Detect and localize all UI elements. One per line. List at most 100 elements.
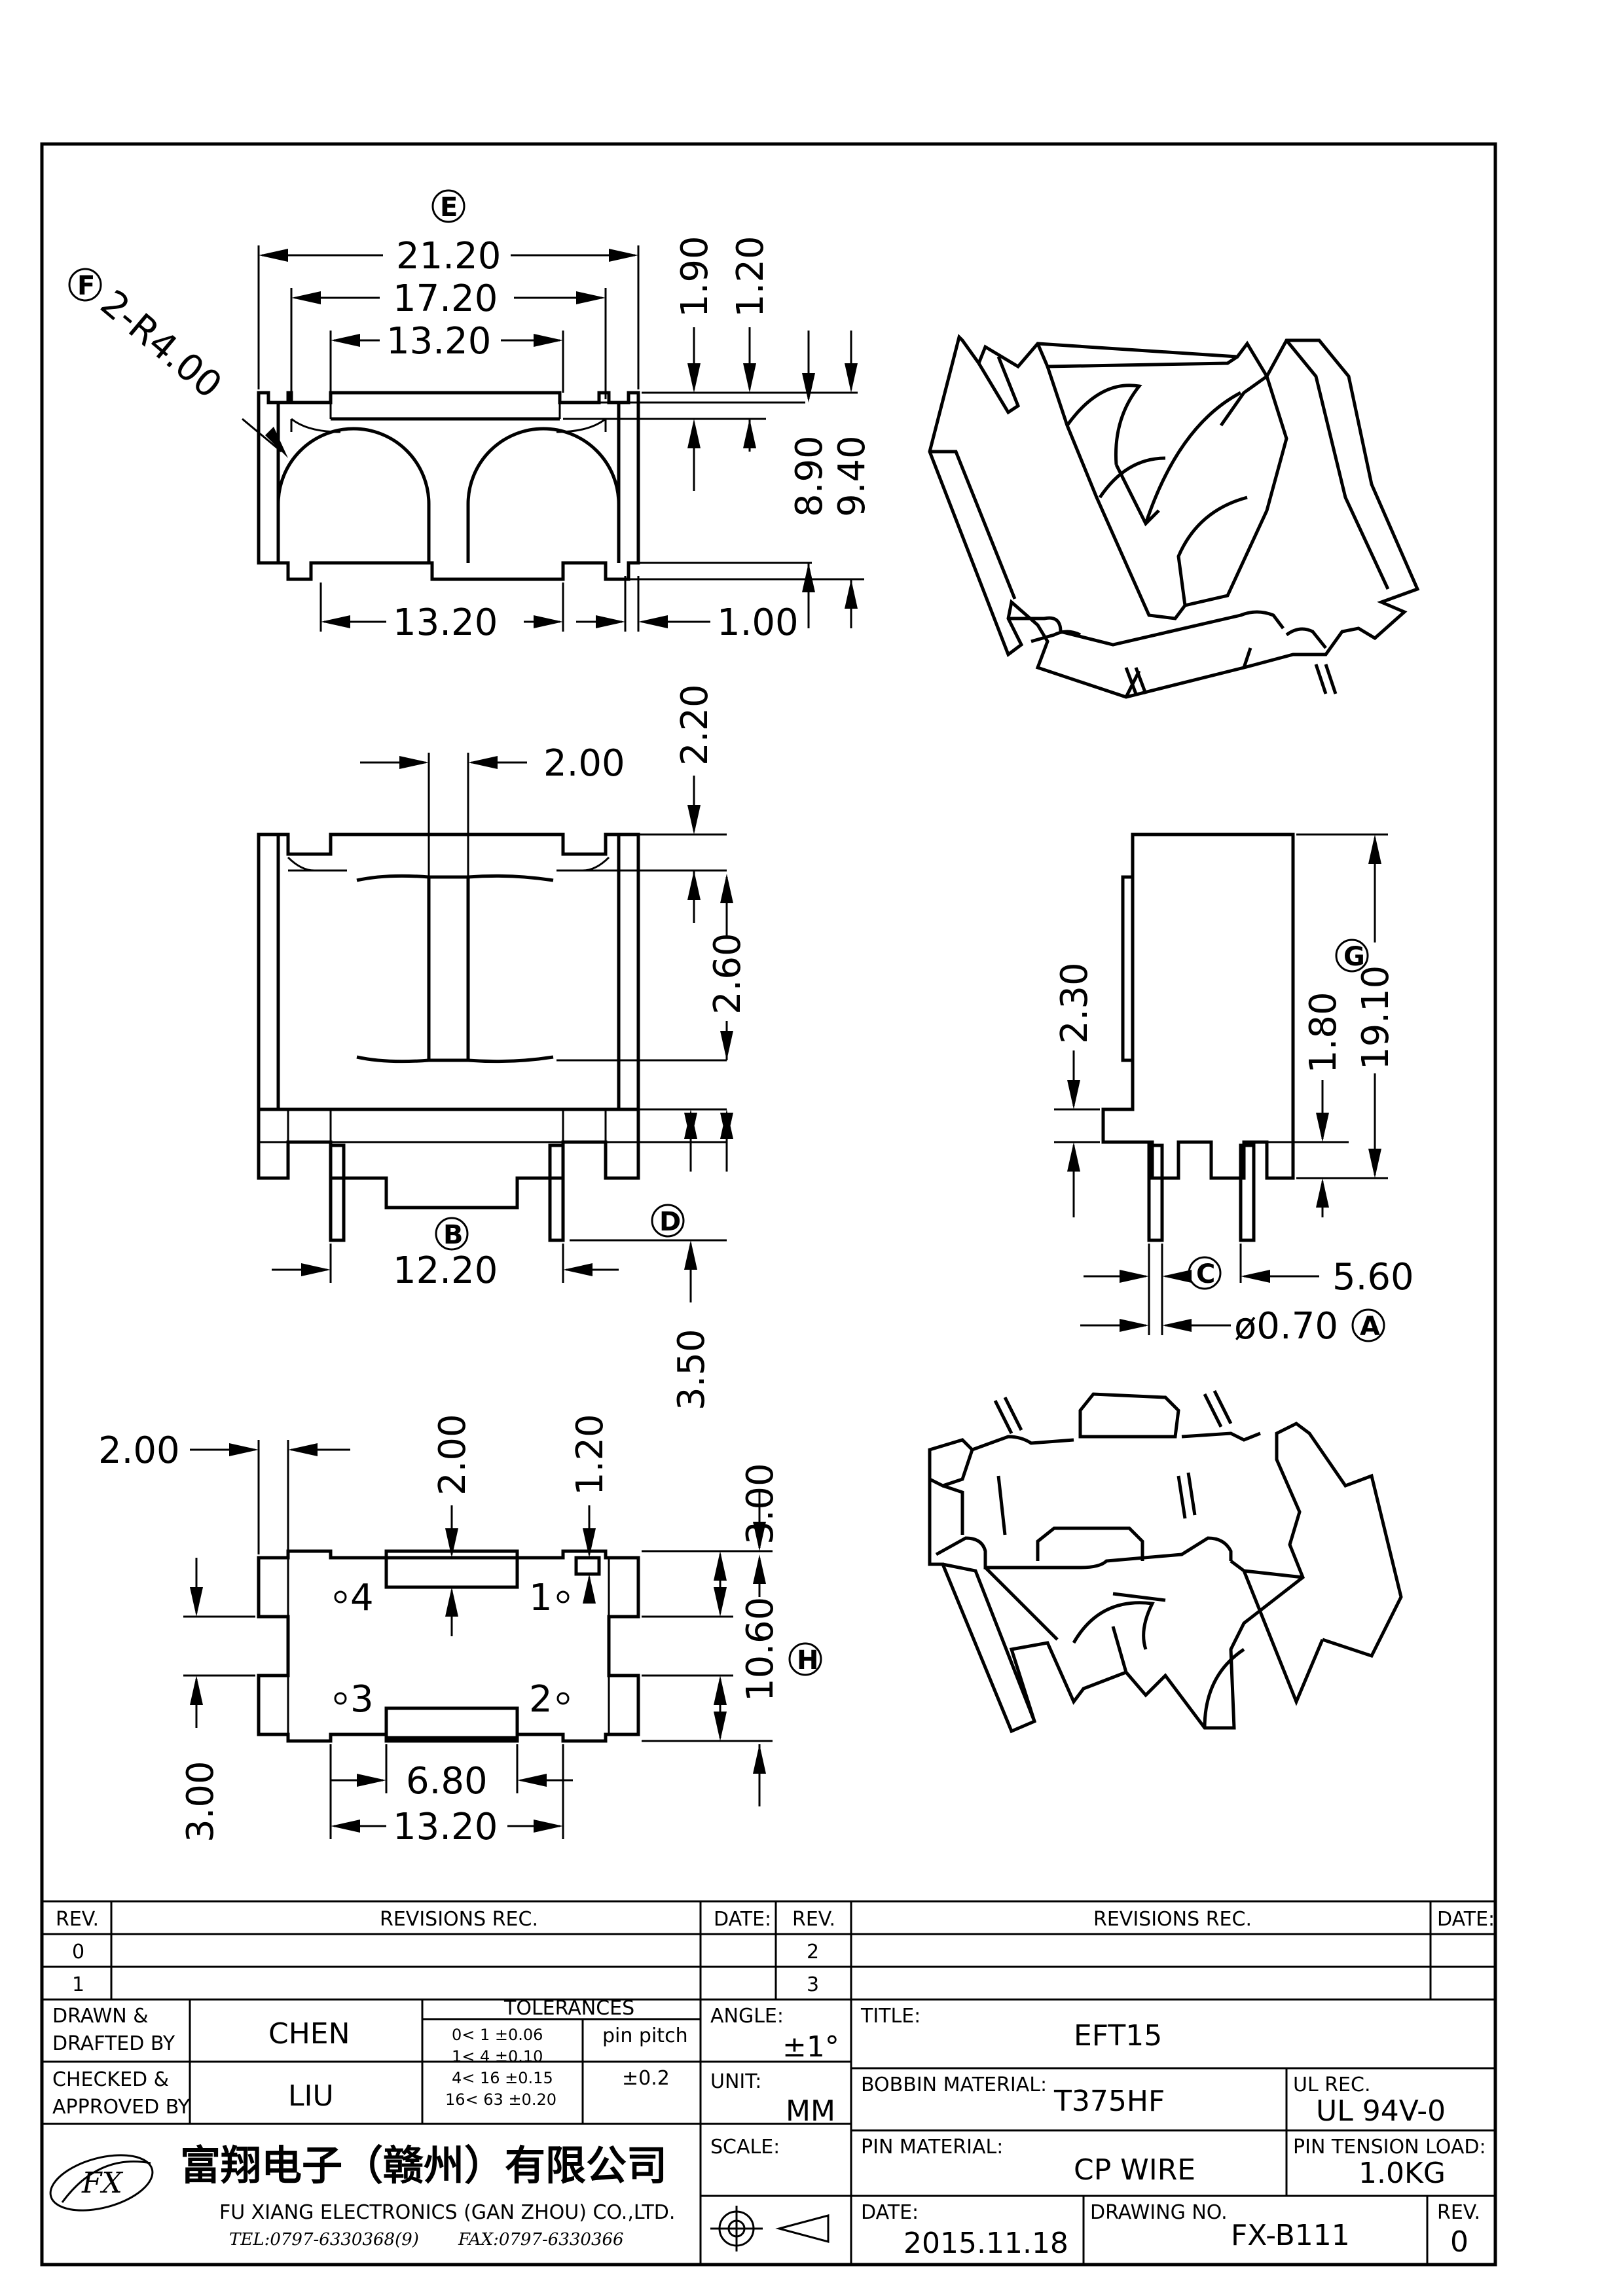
drawing-no-label: DRAWING NO. — [1090, 2201, 1228, 2224]
rev-header-2: REV. — [792, 1908, 835, 1931]
ul-value: UL 94V-0 — [1316, 2094, 1446, 2128]
pin-pitch-label: pin pitch — [602, 2024, 688, 2047]
drawn-value: CHEN — [268, 2017, 350, 2051]
dim-3-50: 3.50 — [670, 1329, 713, 1410]
ref-c: C — [1196, 1259, 1215, 1289]
company-tel: TEL:0797-6330368(9) — [229, 2230, 419, 2250]
title-label: TITLE: — [860, 2005, 921, 2028]
dim-1-20-bottom: 1.20 — [569, 1414, 611, 1496]
dim-10-60: 10.60 — [739, 1597, 782, 1702]
tol-row-3: 16< 63 ±0.20 — [445, 2090, 556, 2109]
company-logo-icon: FX — [49, 2154, 154, 2212]
tension-label: PIN TENSION LOAD: — [1293, 2136, 1486, 2159]
revrec-header-2: REVISIONS REC. — [1093, 1908, 1252, 1931]
dim-2-00-front: 2.00 — [543, 742, 625, 785]
unit-label: UNIT: — [710, 2070, 761, 2093]
rev-row-3: 3 — [807, 1973, 819, 1996]
dim-13-20-bv: 13.20 — [393, 1806, 498, 1848]
dim-3-00-top: 3.00 — [739, 1463, 782, 1545]
checked-label-2: APPROVED BY — [52, 2096, 191, 2119]
dim-19-10: 19.10 — [1355, 965, 1397, 1070]
dim-pin-dia: ø0.70 — [1234, 1305, 1338, 1348]
drawing-no-value: FX-B111 — [1231, 2219, 1350, 2252]
tolerances-title: TOLERANCES — [503, 1997, 634, 2020]
date-header: DATE: — [714, 1908, 771, 1931]
company-name-cn: 富翔电子（赣州）有限公司 — [180, 2142, 667, 2189]
dim-21-20: 21.20 — [396, 235, 501, 278]
dim-1-00: 1.00 — [717, 601, 799, 644]
ref-e: E — [440, 192, 458, 223]
ref-a: A — [1360, 1312, 1380, 1342]
tol-row-1: 1< 4 ±0.10 — [452, 2047, 543, 2066]
pin-2: 2 — [529, 1678, 553, 1721]
dim-9-40: 9.40 — [831, 435, 873, 517]
rev-header: REV. — [56, 1908, 99, 1931]
logo-text: FX — [81, 2166, 124, 2200]
ref-f: F — [77, 271, 95, 301]
ref-g: G — [1343, 942, 1365, 972]
company-name-en: FU XIANG ELECTRONICS (GAN ZHOU) CO.,LTD. — [219, 2201, 675, 2224]
dim-1-90: 1.90 — [674, 236, 716, 317]
dim-2-00-bottom: 2.00 — [431, 1414, 474, 1496]
dim-2-20: 2.20 — [674, 684, 716, 766]
pin-3: 3 — [350, 1678, 374, 1721]
title-value: EFT15 — [1074, 2019, 1162, 2053]
date-value: 2015.11.18 — [903, 2227, 1068, 2260]
tol-row-2: 4< 16 ±0.15 — [452, 2069, 553, 2087]
pin-material-label: PIN MATERIAL: — [861, 2136, 1003, 2159]
pin-pitch-value: ±0.2 — [622, 2067, 670, 2090]
dim-13-20-bottom: 13.20 — [393, 601, 498, 644]
dim-2-00-left: 2.00 — [98, 1429, 180, 1472]
drawn-label-2: DRAFTED BY — [52, 2032, 175, 2055]
dim-13-20-top: 13.20 — [386, 320, 491, 363]
rev-row-0: 0 — [72, 1941, 84, 1964]
iso-view-bottom — [928, 1390, 1403, 1734]
dim-3-00-bottom: 3.00 — [179, 1761, 222, 1842]
bobbin-label: BOBBIN MATERIAL: — [861, 2073, 1047, 2096]
unit-value: MM — [786, 2094, 835, 2128]
rev-row-1: 1 — [72, 1973, 84, 1996]
front-view: 2.00 2.20 2.60 B 12.20 D — [257, 684, 749, 1410]
scale-label: SCALE: — [710, 2136, 780, 2159]
bobbin-value: T375HF — [1053, 2085, 1165, 2118]
date-label: DATE: — [861, 2201, 919, 2224]
rev-label: REV. — [1437, 2201, 1480, 2224]
dim-2-30: 2.30 — [1053, 962, 1096, 1044]
dim-6-80: 6.80 — [406, 1760, 488, 1803]
company-fax: FAX:0797-6330366 — [458, 2230, 624, 2250]
sheet-border — [40, 142, 1497, 2267]
dim-12-20: 12.20 — [393, 1249, 498, 1292]
rev-row-2: 2 — [807, 1941, 819, 1964]
dim-1-20: 1.20 — [729, 236, 772, 317]
angle-label: ANGLE: — [710, 2005, 784, 2028]
ref-h: H — [797, 1645, 818, 1676]
date-header-2: DATE: — [1437, 1908, 1495, 1931]
checked-value: LIU — [288, 2079, 334, 2113]
angle-value: ±1° — [782, 2030, 839, 2064]
radius-label: 2-R4.00 — [92, 282, 230, 407]
iso-view-top — [928, 334, 1420, 699]
top-view: 21.20 17.20 13.20 13.20 1.00 — [68, 189, 873, 644]
bottom-view: 4 1 3 2 2.00 2.00 1.20 3.00 — [98, 1414, 822, 1848]
pin-1: 1 — [529, 1577, 553, 1619]
drawn-label-1: DRAWN & — [52, 2005, 149, 2028]
dim-1-80: 1.80 — [1302, 992, 1345, 1073]
dim-17-20: 17.20 — [393, 278, 498, 320]
ref-d: D — [659, 1207, 681, 1237]
rev-value: 0 — [1450, 2225, 1468, 2259]
tension-value: 1.0KG — [1359, 2157, 1446, 2190]
dim-8-90: 8.90 — [788, 435, 831, 517]
revrec-header: REVISIONS REC. — [380, 1908, 538, 1931]
side-view: 19.10 G 1.80 2.30 C 5.60 ø0.70 — [1053, 833, 1414, 1348]
title-block: DRAWN & DRAFTED BY CHEN CHECKED & APPROV… — [42, 1997, 1495, 2265]
tol-row-0: 0< 1 ±0.06 — [452, 2026, 543, 2044]
pin-material-value: CP WIRE — [1074, 2153, 1195, 2187]
dim-2-60: 2.60 — [706, 933, 749, 1014]
pin-4: 4 — [350, 1577, 374, 1619]
dim-5-60: 5.60 — [1332, 1256, 1414, 1299]
ul-label: UL REC. — [1293, 2073, 1371, 2096]
checked-label-1: CHECKED & — [52, 2068, 169, 2091]
ref-b: B — [443, 1220, 464, 1250]
revision-table: REV. REVISIONS REC. DATE: REV. REVISIONS… — [42, 1900, 1495, 2001]
